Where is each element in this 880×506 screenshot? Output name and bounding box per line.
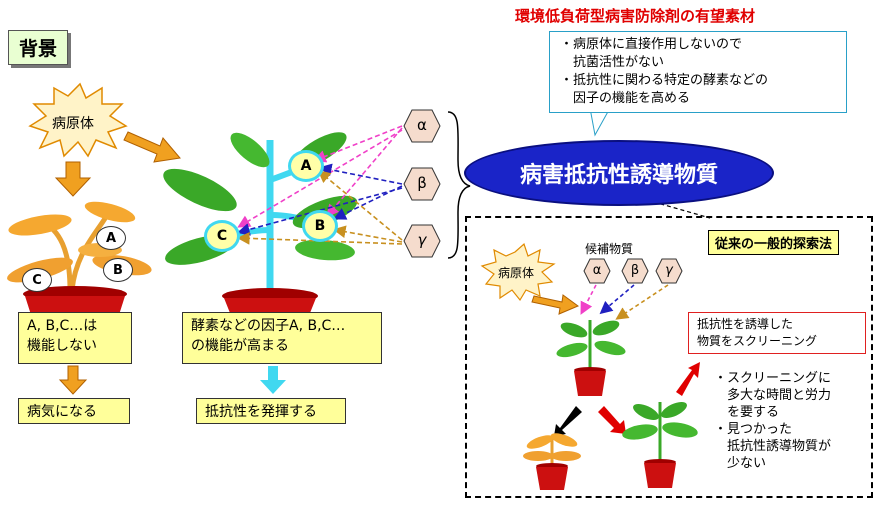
- arrow-middle-result: [260, 366, 286, 394]
- alpha-label: α: [417, 116, 427, 134]
- small-pathogen-starburst: [480, 242, 556, 302]
- left-result-box: 病気になる: [18, 398, 130, 424]
- middle-enzyme-a: A: [288, 150, 324, 182]
- middle-result-box: 抵抗性を発揮する: [196, 398, 346, 424]
- arrow-pathogen-to-left: [54, 161, 92, 197]
- left-enzyme-a: A: [96, 226, 126, 250]
- small-pathogen-label: 病原体: [498, 266, 535, 280]
- arrow-pathogen-to-middle: [123, 131, 181, 163]
- arrow-to-screening: [676, 362, 700, 396]
- screening-box: 抵抗性を誘導した 物質をスクリーニング: [688, 312, 866, 354]
- small-alpha-hexagon: [583, 258, 611, 284]
- beta-hexagon: [403, 167, 441, 201]
- gamma-label: γ: [417, 231, 427, 249]
- arrow-small-pathogen: [531, 294, 580, 315]
- small-beta-hexagon: [621, 258, 649, 284]
- left-plant: [7, 201, 152, 318]
- pathogen-label: 病原体: [52, 116, 94, 132]
- middle-enzyme-b: B: [302, 210, 338, 242]
- alpha-hexagon: [403, 109, 441, 143]
- middle-enzyme-c: C: [204, 220, 240, 252]
- top-title: 環境低負荷型病害防除剤の有望素材: [515, 7, 756, 25]
- background-label: 背景: [8, 30, 69, 65]
- left-plant-box: A, B,C…は 機能しない: [18, 312, 132, 364]
- small-gamma-label: γ: [665, 263, 673, 278]
- left-enzyme-c: C: [22, 268, 52, 292]
- small-alpha-label: α: [592, 263, 602, 278]
- small-wilted-plant: [523, 433, 581, 490]
- arrow-to-healthy: [598, 406, 626, 434]
- ellipse-connector: [639, 197, 711, 219]
- pathogen-starburst: [28, 82, 128, 158]
- arrow-to-wilted: [554, 406, 582, 436]
- conventional-method-frame: [465, 216, 873, 498]
- feature-bubble: ・病原体に直接作用しないので 抗菌活性がない ・抵抗性に関わる特定の酵素などの …: [549, 31, 847, 113]
- conventional-method-title: 従来の一般的探索法: [708, 230, 840, 255]
- grouping-brace: [447, 111, 471, 259]
- inducer-ellipse: 病害抵抗性誘導物質: [464, 140, 774, 206]
- small-beta-label: β: [630, 263, 640, 278]
- gamma-hexagon: [403, 224, 441, 258]
- left-enzyme-b: B: [103, 258, 133, 282]
- middle-plant-box: 酵素などの因子A, B,C… の機能が高まる: [182, 312, 382, 364]
- test-plant: [556, 320, 626, 396]
- small-healthy-plant: [622, 401, 698, 488]
- beta-label: β: [417, 174, 427, 192]
- arrow-left-result: [58, 365, 88, 395]
- candidates-label: 候補物質: [585, 242, 634, 256]
- small-gamma-hexagon: [655, 258, 683, 284]
- drawbacks-list: ・スクリーニングに 多大な時間と労力 を要する ・見つかった 抵抗性誘導物質が …: [714, 371, 832, 471]
